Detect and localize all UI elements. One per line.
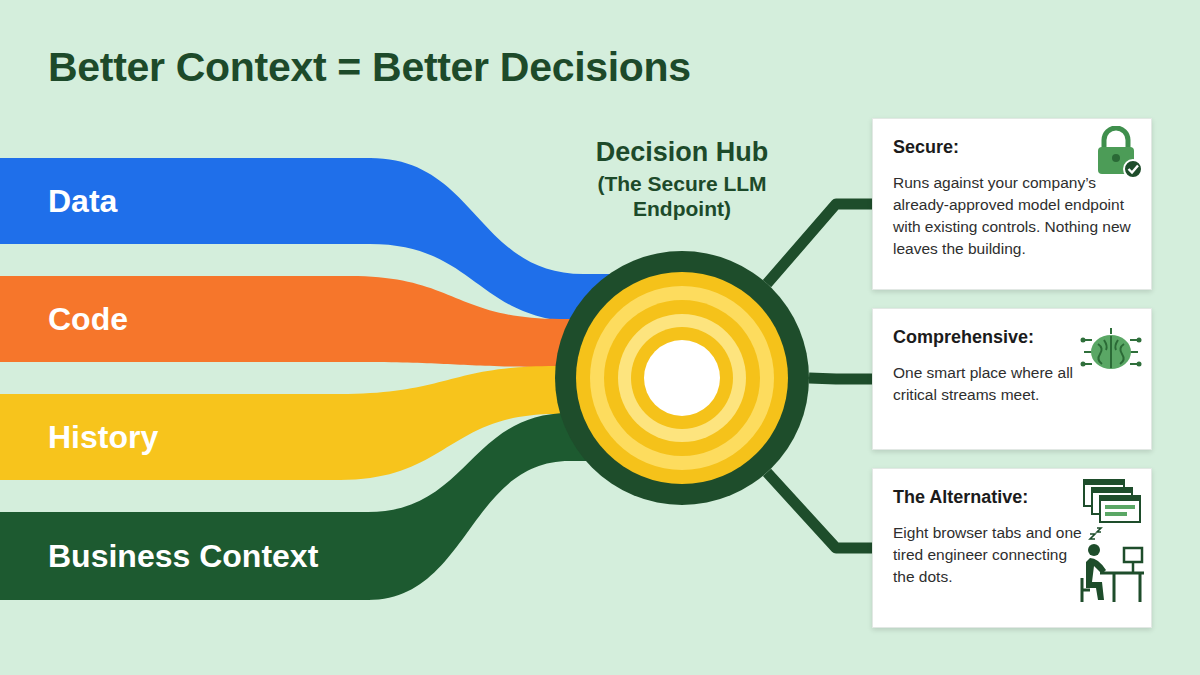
tab-content [1105, 512, 1127, 516]
check-badge [1124, 160, 1142, 178]
band-label: Data [48, 183, 117, 220]
brain-shape [1091, 335, 1131, 369]
tab-bar [1084, 480, 1124, 485]
hub-connector [767, 204, 872, 284]
brain-folds [1098, 336, 1124, 368]
tab-bar [1092, 488, 1132, 493]
hub-rings [555, 251, 809, 505]
input-band: History [0, 394, 342, 480]
band-label: History [48, 419, 158, 456]
input-band: Code [0, 276, 352, 362]
hub-ring [604, 300, 760, 456]
tab-content [1105, 505, 1135, 509]
lock-keyhole [1112, 154, 1120, 162]
monitor [1124, 548, 1142, 562]
circuit-dot [1081, 362, 1086, 367]
circuit-dot [1081, 338, 1086, 343]
person-head [1088, 544, 1100, 556]
hub-ring [631, 327, 733, 429]
lock-icon [1092, 126, 1144, 180]
brain-icon [1078, 326, 1144, 378]
monitor-stand [1132, 562, 1135, 572]
hub-ring [618, 314, 746, 442]
band-label: Code [48, 301, 128, 338]
diagram-title: Better Context = Better Decisions [48, 44, 691, 91]
card-body: Eight browser tabs and one tired enginee… [893, 522, 1083, 588]
hub-subtitle: (The Secure LLM Endpoint) [577, 171, 787, 221]
check-mark [1129, 166, 1139, 173]
decision-hub: Decision Hub(The Secure LLM Endpoint) [555, 251, 809, 505]
info-card: Secure: Runs against your company’s alrea… [872, 118, 1152, 290]
input-band: Business Context [0, 512, 370, 600]
browser-tab [1100, 496, 1140, 522]
input-band: Data [0, 158, 372, 244]
tab-bar [1100, 496, 1140, 501]
card-body: One smart place where all critical strea… [893, 362, 1093, 406]
band-label: Business Context [48, 538, 318, 575]
circuit-dot [1137, 362, 1142, 367]
hub-ring [590, 286, 774, 470]
card-heading: Secure: [893, 137, 1133, 158]
circuit-dot [1137, 338, 1142, 343]
hub-connector [767, 472, 872, 548]
hub-connector [809, 378, 872, 379]
hub-ring [555, 251, 809, 505]
tired-engineer-icon [1080, 478, 1146, 606]
hub-ring [576, 272, 788, 484]
hub-ring [644, 340, 720, 416]
hub-title: Decision Hub [552, 137, 812, 168]
card-body: Runs against your company’s already-appr… [893, 172, 1133, 260]
